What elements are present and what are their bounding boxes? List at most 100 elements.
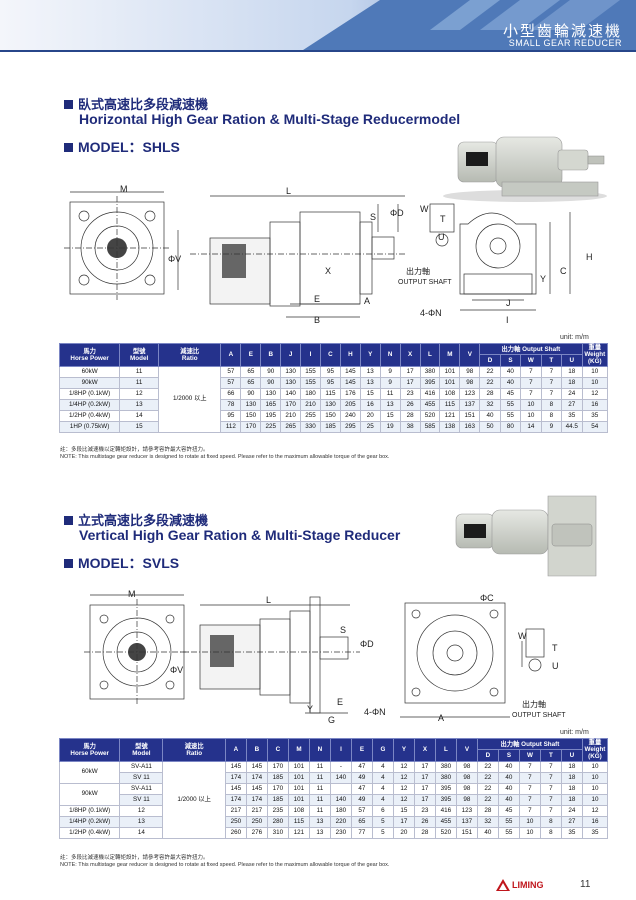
cell-dim-n: 13 xyxy=(308,815,331,828)
dim-label-x: X xyxy=(325,266,331,276)
cell-dim-j: 140 xyxy=(280,387,302,400)
cell-horse-power: 1/2HP (0.4kW) xyxy=(58,826,121,839)
cell-dim-l: 416 xyxy=(434,804,457,817)
cell-dim-j: 265 xyxy=(280,420,302,433)
cell-dim-c: 185 xyxy=(320,420,341,433)
cell-dim-g: 6 xyxy=(371,804,394,817)
col-shaft-d: D xyxy=(476,749,499,762)
cell-dim-c: 95 xyxy=(320,365,341,378)
cell-shaft-s: 40 xyxy=(497,782,520,795)
cell-shaft-w: 7 xyxy=(518,771,541,784)
svls-model-text: MODEL：SVLS xyxy=(78,555,180,571)
cell-shaft-u: 18 xyxy=(560,771,583,784)
bullet-square-icon xyxy=(64,100,73,109)
col-label-en: Ratio xyxy=(181,354,198,362)
cell-shaft-u: 18 xyxy=(561,376,583,389)
cell-dim-b: 225 xyxy=(260,420,282,433)
dim-label-y: Y xyxy=(540,274,546,284)
shls-dimension-drawing: M L S ΦD W T U ΦV X H C Y E A B J I 4-ΦN… xyxy=(64,184,593,325)
dim-label-y: Y xyxy=(307,704,313,714)
cell-dim-x: 26 xyxy=(413,815,436,828)
col-shaft-d: D xyxy=(479,354,501,367)
cell-shaft-w: 7 xyxy=(518,804,541,817)
cell-dim-x: 17 xyxy=(413,771,436,784)
cell-shaft-w: 7 xyxy=(520,376,542,389)
cell-ratio: 1/2000 以上 xyxy=(158,365,222,433)
col-dim-i: I xyxy=(329,738,352,762)
cell-shaft-d: 40 xyxy=(476,826,499,839)
cell-shaft-s: 40 xyxy=(497,771,520,784)
cell-dim-h: 145 xyxy=(339,376,361,389)
cell-horse-power: 1/2HP (0.4kW) xyxy=(58,409,121,422)
cell-weight: 10 xyxy=(581,793,609,806)
cell-dim-e: 77 xyxy=(350,826,373,839)
cell-shaft-d: 22 xyxy=(476,782,499,795)
col-dim-m: M xyxy=(287,738,310,762)
dim-label-e: E xyxy=(337,697,343,707)
cell-model: 11 xyxy=(119,376,160,389)
cell-shaft-s: 45 xyxy=(499,387,522,400)
cell-shaft-d: 22 xyxy=(476,760,499,773)
cell-dim-b: 130 xyxy=(260,387,282,400)
cell-shaft-u: 18 xyxy=(561,365,583,378)
cell-dim-e: 65 xyxy=(350,815,373,828)
cell-dim-i: 220 xyxy=(329,815,352,828)
cell-dim-g: 5 xyxy=(371,815,394,828)
svls-heading-zh: 立式高速比多段減速機 xyxy=(64,510,208,530)
cell-shaft-d: 22 xyxy=(479,376,501,389)
cell-dim-h: 176 xyxy=(339,387,361,400)
cell-shaft-d: 22 xyxy=(476,793,499,806)
cell-horse-power: 60kW xyxy=(58,365,121,378)
cell-model: SV 11 xyxy=(119,771,164,784)
cell-dim-n: 19 xyxy=(379,420,401,433)
cell-model: 11 xyxy=(119,365,160,378)
cell-dim-y: 12 xyxy=(392,760,415,773)
cell-dim-a: 174 xyxy=(224,793,247,806)
svls-heading-en: Vertical High Gear Ration & Multi-Stage … xyxy=(79,527,401,543)
cell-dim-h: 145 xyxy=(339,365,361,378)
col-dim-e: E xyxy=(350,738,373,762)
cell-dim-y: 12 xyxy=(392,771,415,784)
col-label-en: Horse Power xyxy=(70,354,109,362)
cell-dim-i: 230 xyxy=(329,826,352,839)
cell-dim-c: 170 xyxy=(266,760,289,773)
dim-label-m: M xyxy=(120,184,128,194)
col-dim-n: N xyxy=(379,343,401,367)
col-dim-b: B xyxy=(245,738,268,762)
cell-dim-l: 520 xyxy=(419,409,441,422)
cell-shaft-w: 7 xyxy=(518,760,541,773)
cell-dim-x: 23 xyxy=(399,387,421,400)
cell-dim-j: 130 xyxy=(280,376,302,389)
cell-horse-power: 1/4HP (0.2kW) xyxy=(58,398,121,411)
cell-dim-y: 16 xyxy=(359,398,381,411)
dim-label-a: A xyxy=(438,713,444,723)
dim-label-w: W xyxy=(420,204,429,214)
dim-label-phid: ΦD xyxy=(360,639,374,649)
cell-shaft-t: 8 xyxy=(540,409,563,422)
cell-dim-l: 380 xyxy=(434,771,457,784)
cell-dim-e: 47 xyxy=(350,782,373,795)
cell-weight: 10 xyxy=(581,760,609,773)
col-label-en: Model xyxy=(132,749,151,757)
col-dim-v: V xyxy=(459,343,481,367)
cell-dim-l: 455 xyxy=(419,398,441,411)
cell-horse-power: 1/8HP (0.1kW) xyxy=(58,387,121,400)
cell-dim-m: 101 xyxy=(287,782,310,795)
cell-weight: 16 xyxy=(581,815,609,828)
cell-dim-i: 210 xyxy=(300,398,321,411)
dim-label-phid: ΦD xyxy=(390,208,404,218)
svls-heading-zh-text: 立式高速比多段減速機 xyxy=(78,513,209,528)
cell-dim-m: 101 xyxy=(439,376,461,389)
col-label-en: Ratio xyxy=(186,749,203,757)
cell-shaft-s: 40 xyxy=(497,793,520,806)
cell-shaft-d: 22 xyxy=(476,771,499,784)
cell-weight: 35 xyxy=(581,826,609,839)
